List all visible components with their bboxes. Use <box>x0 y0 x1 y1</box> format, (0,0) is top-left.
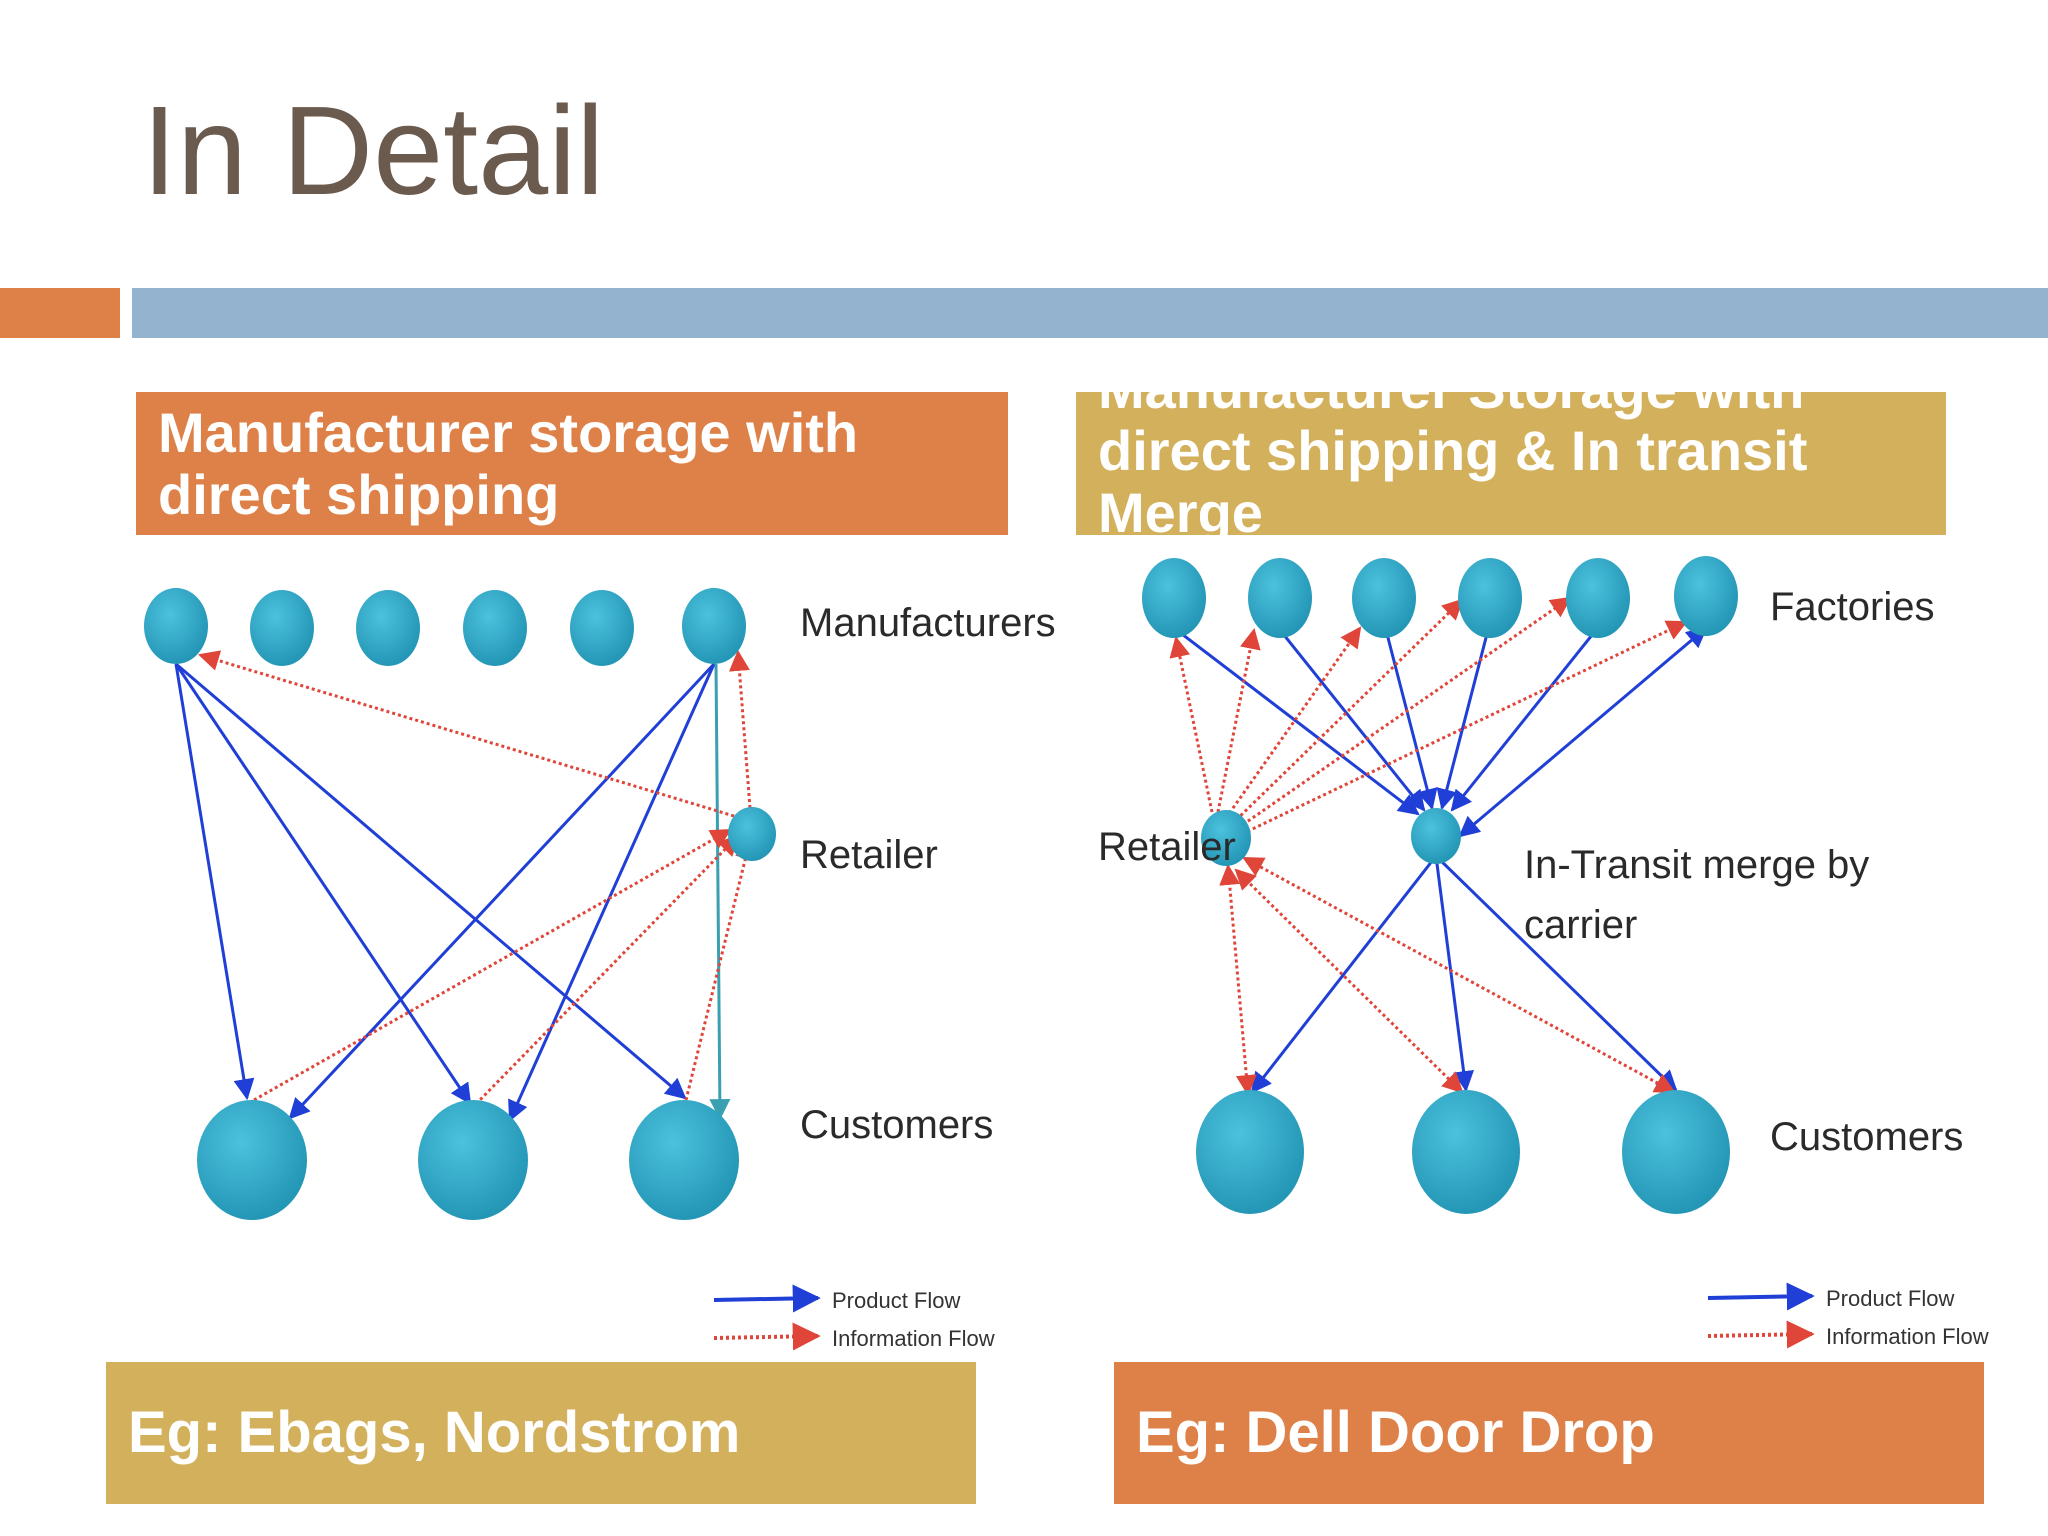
right-product-flow-edge <box>1173 626 1420 816</box>
left-information-flow-edge <box>253 828 732 1102</box>
right-information-flow-edge <box>1242 856 1676 1094</box>
left-diagram-edges <box>174 649 756 1122</box>
left-panel-footer-text: Eg: Ebags, Nordstrom <box>128 1400 741 1465</box>
left-customer-node <box>197 1100 307 1220</box>
right-legend: Product Flow Information Flow <box>1707 1282 1989 1349</box>
right-panel-footer-text: Eg: Dell Door Drop <box>1136 1400 1655 1465</box>
left-manufacturer-node <box>570 590 634 666</box>
left-panel-footer: Eg: Ebags, Nordstrom <box>106 1362 976 1504</box>
left-customer-node <box>418 1100 528 1220</box>
right-product-flow-edge <box>1278 629 1426 812</box>
left-product-flow-edge <box>174 663 472 1105</box>
left-legend-information-flow-label: Information Flow <box>832 1326 995 1351</box>
left-information-flow-edge <box>728 649 752 809</box>
left-diagram-nodes <box>144 588 776 1220</box>
left-legend-product-flow-label: Product Flow <box>832 1288 960 1313</box>
right-product-flow-edge <box>1250 855 1438 1094</box>
right-label-merge-line2: carrier <box>1524 903 1637 947</box>
right-legend-product-flow-arrow <box>1707 1282 1815 1311</box>
left-label-manufacturers: Manufacturers <box>800 601 1056 645</box>
right-diagram-edges <box>1169 596 1708 1097</box>
left-product-flow-edge-teal <box>709 663 731 1121</box>
right-panel-header: Manufacturer Storage with direct shippin… <box>1076 392 1946 535</box>
left-legend: Product Flow Information Flow <box>713 1284 995 1351</box>
left-product-flow-edge <box>508 663 716 1122</box>
left-manufacturer-node <box>463 590 527 666</box>
right-merge-node <box>1411 808 1461 864</box>
right-label-factories: Factories <box>1770 585 1935 629</box>
right-customer-node <box>1412 1090 1520 1214</box>
left-product-flow-edge <box>288 662 716 1120</box>
left-retailer-node <box>728 807 776 861</box>
right-label-retailer: Retailer <box>1098 825 1236 869</box>
title-accent-bar-blue <box>132 288 2048 338</box>
left-label-customers: Customers <box>800 1103 993 1147</box>
left-label-retailer: Retailer <box>800 833 938 877</box>
right-legend-product-flow-label: Product Flow <box>1826 1286 1954 1311</box>
right-diagram-nodes <box>1142 556 1738 1214</box>
right-panel-footer: Eg: Dell Door Drop <box>1114 1362 1984 1504</box>
right-customer-node <box>1622 1090 1730 1214</box>
slide-title: In Detail <box>142 80 605 221</box>
left-manufacturer-node <box>682 588 746 664</box>
right-information-flow-edge <box>1237 596 1572 830</box>
right-factory-node <box>1458 558 1522 638</box>
left-customer-node <box>629 1100 739 1220</box>
right-factory-node <box>1566 558 1630 638</box>
left-information-flow-edge <box>474 834 740 1106</box>
right-legend-information-flow-label: Information Flow <box>1826 1324 1989 1349</box>
right-information-flow-edge <box>1169 635 1214 813</box>
right-information-flow-edge <box>1224 626 1362 819</box>
left-manufacturer-node <box>250 590 314 666</box>
right-retailer-node <box>1201 810 1251 866</box>
right-panel-header-text: Manufacturer Storage with direct shippin… <box>1098 392 1808 535</box>
right-product-flow-edge <box>1384 629 1438 811</box>
right-information-flow-edge <box>1234 868 1464 1094</box>
left-panel-header: Manufacturer storage with direct shippin… <box>136 392 1008 535</box>
left-product-flow-edge <box>174 663 255 1101</box>
right-product-flow-edge <box>1434 855 1475 1093</box>
right-information-flow-edge <box>1241 620 1688 836</box>
right-customer-node <box>1196 1090 1304 1214</box>
left-manufacturer-node <box>356 590 420 666</box>
left-information-flow-edge <box>197 650 735 818</box>
right-factory-node <box>1674 556 1738 636</box>
right-factory-node <box>1352 558 1416 638</box>
right-factory-node <box>1248 558 1312 638</box>
right-product-flow-edge <box>1458 626 1708 838</box>
right-label-customers: Customers <box>1770 1115 1963 1159</box>
right-legend-information-flow-arrow <box>1707 1320 1815 1349</box>
right-factory-node <box>1142 558 1206 638</box>
left-legend-product-flow-arrow <box>713 1284 821 1313</box>
right-information-flow-edge <box>1216 627 1261 813</box>
left-manufacturer-node <box>144 588 208 664</box>
left-product-flow-edge <box>175 662 687 1100</box>
left-panel-header-text: Manufacturer storage with direct shippin… <box>158 401 859 526</box>
right-product-flow-edge <box>1434 854 1678 1092</box>
left-legend-information-flow-arrow <box>713 1322 821 1351</box>
left-information-flow-edge <box>684 837 756 1101</box>
title-accent-bar-orange <box>0 288 120 338</box>
right-information-flow-edge <box>1219 863 1257 1097</box>
right-label-merge-line1: In-Transit merge by <box>1524 843 1869 887</box>
